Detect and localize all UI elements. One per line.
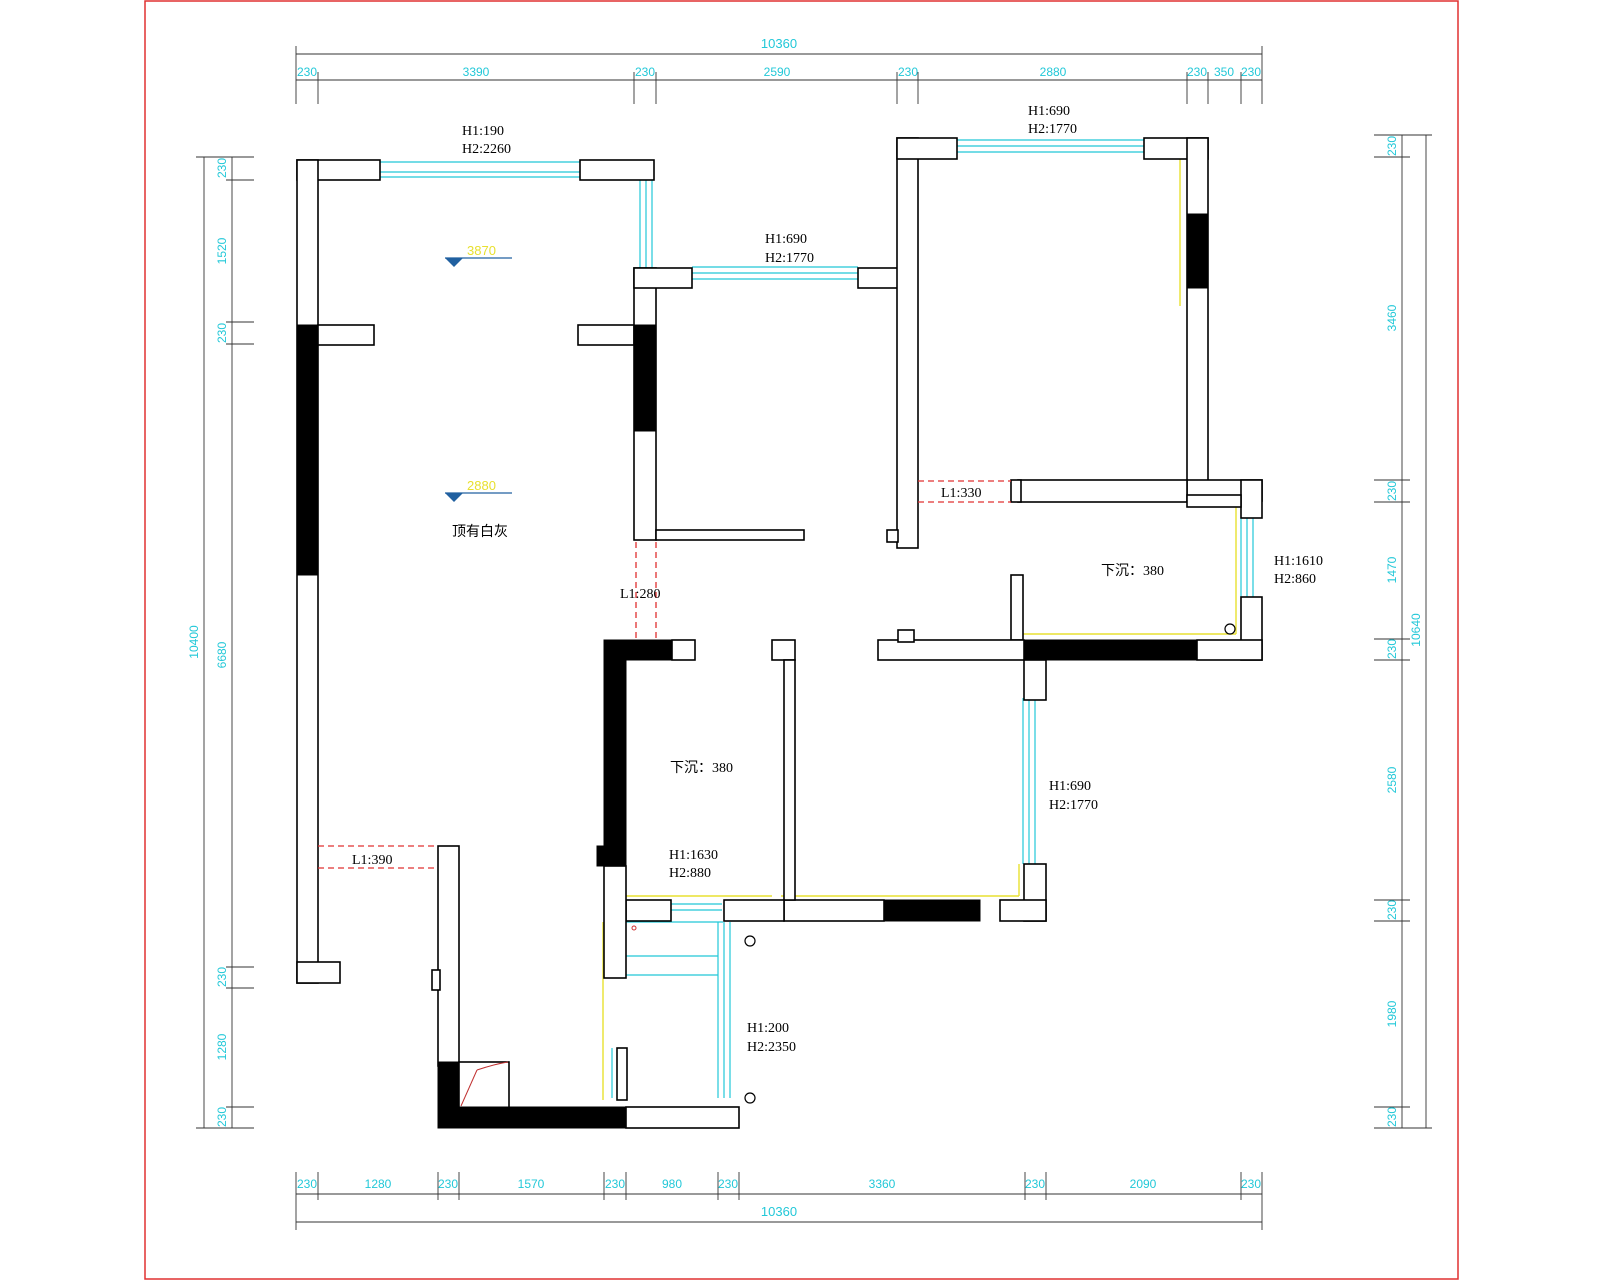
beam-label-3: L1:390	[352, 853, 392, 868]
right-dimension-chain: 230 3460 230 1470 230 2580 230 1980 230 …	[1374, 134, 1432, 1129]
bottom-dim-7: 230	[718, 1177, 738, 1191]
top-dimension-chain: 10360 230 3390 230 2590 230 2880 230 350…	[295, 36, 1263, 104]
walls	[296, 137, 1263, 1129]
right-dim-4: 1470	[1385, 556, 1399, 583]
top-dim-3: 230	[635, 65, 655, 79]
right-dim-9: 230	[1385, 1107, 1399, 1127]
opening-2-h1: H1:690	[1028, 104, 1070, 119]
left-dim-7: 230	[215, 1107, 229, 1127]
elevation-label-2: 2880	[467, 478, 496, 493]
windows	[380, 139, 1254, 1098]
left-dim-5: 230	[215, 967, 229, 987]
bottom-dim-9: 230	[1025, 1177, 1045, 1191]
pipe-markers	[631, 623, 1236, 1104]
top-dim-4: 2590	[764, 65, 791, 79]
elevation-marker-2: 2880	[445, 478, 512, 502]
opening-6-h2: H2:880	[669, 866, 711, 881]
solid-walls	[296, 213, 1209, 1129]
pipe-circle-3	[744, 1092, 756, 1104]
yellow-edges	[602, 158, 1237, 1100]
door-swings	[460, 1061, 509, 1107]
right-total-dim: 10640	[1409, 613, 1423, 647]
elevation-label-1: 3870	[467, 243, 496, 258]
bottom-dim-3: 230	[438, 1177, 458, 1191]
top-dim-1: 230	[297, 65, 317, 79]
left-dimension-chain: 10400 230 1520 230 6680 230 1280 230	[187, 156, 254, 1129]
drawing-frame	[144, 0, 1459, 1280]
bottom-dim-6: 980	[662, 1177, 682, 1191]
beams: L1:330 L1:280 L1:390	[318, 480, 1011, 869]
right-dim-8: 1980	[1385, 1000, 1399, 1027]
elevation-marker-1: 3870	[445, 243, 512, 267]
left-dim-4: 6680	[215, 641, 229, 668]
bottom-dim-2: 1280	[365, 1177, 392, 1191]
opening-1-h1: H1:190	[462, 124, 504, 139]
bottom-dim-11: 230	[1241, 1177, 1261, 1191]
opening-7-h2: H2:2350	[747, 1040, 796, 1055]
opening-2-h2: H2:1770	[1028, 122, 1077, 137]
left-total-dim: 10400	[187, 625, 201, 659]
top-dim-6: 2880	[1040, 65, 1067, 79]
opening-3-h2: H2:1770	[765, 251, 814, 266]
bottom-dim-1: 230	[297, 1177, 317, 1191]
top-dim-8: 350	[1214, 65, 1234, 79]
left-dim-2: 1520	[215, 237, 229, 264]
opening-6-h1: H1:1630	[669, 848, 718, 863]
ceiling-note: 顶有白灰	[452, 524, 508, 540]
opening-4-h1: H1:1610	[1274, 554, 1323, 569]
top-dim-7: 230	[1187, 65, 1207, 79]
bottom-total-dim: 10360	[761, 1204, 797, 1219]
right-dim-1: 230	[1385, 136, 1399, 156]
bottom-dim-5: 230	[605, 1177, 625, 1191]
sunk-note-1: 下沉：380	[1101, 563, 1164, 579]
opening-4-h2: H2:860	[1274, 572, 1316, 587]
opening-labels: H1:190 H2:2260 H1:690 H2:1770 H1:690 H2:…	[462, 104, 1323, 1055]
top-dim-9: 230	[1241, 65, 1261, 79]
pipe-circle-4	[631, 925, 637, 931]
opening-3-h1: H1:690	[765, 232, 807, 247]
sunk-note-2: 下沉：380	[670, 760, 733, 776]
left-dim-6: 1280	[215, 1033, 229, 1060]
top-dim-2: 3390	[463, 65, 490, 79]
bottom-dim-8: 3360	[869, 1177, 896, 1191]
opening-7-h1: H1:200	[747, 1021, 789, 1036]
right-dim-5: 230	[1385, 639, 1399, 659]
bottom-dim-10: 2090	[1130, 1177, 1157, 1191]
opening-1-h2: H2:2260	[462, 142, 511, 157]
beam-label-2: L1:280	[620, 587, 660, 602]
opening-5-h1: H1:690	[1049, 779, 1091, 794]
right-dim-7: 230	[1385, 900, 1399, 920]
bottom-dimension-chain: 230 1280 230 1570 230 980 230 3360 230 2…	[295, 1172, 1263, 1230]
beam-label-1: L1:330	[941, 486, 981, 501]
left-dim-1: 230	[215, 158, 229, 178]
pipe-circle-2	[744, 935, 756, 947]
top-dim-5: 230	[898, 65, 918, 79]
pipe-circle-1	[1224, 623, 1236, 635]
top-total-dim: 10360	[761, 36, 797, 51]
bottom-dim-4: 1570	[518, 1177, 545, 1191]
left-dim-3: 230	[215, 323, 229, 343]
right-dim-6: 2580	[1385, 766, 1399, 793]
right-dim-3: 230	[1385, 481, 1399, 501]
right-dim-2: 3460	[1385, 304, 1399, 331]
opening-5-h2: H2:1770	[1049, 798, 1098, 813]
